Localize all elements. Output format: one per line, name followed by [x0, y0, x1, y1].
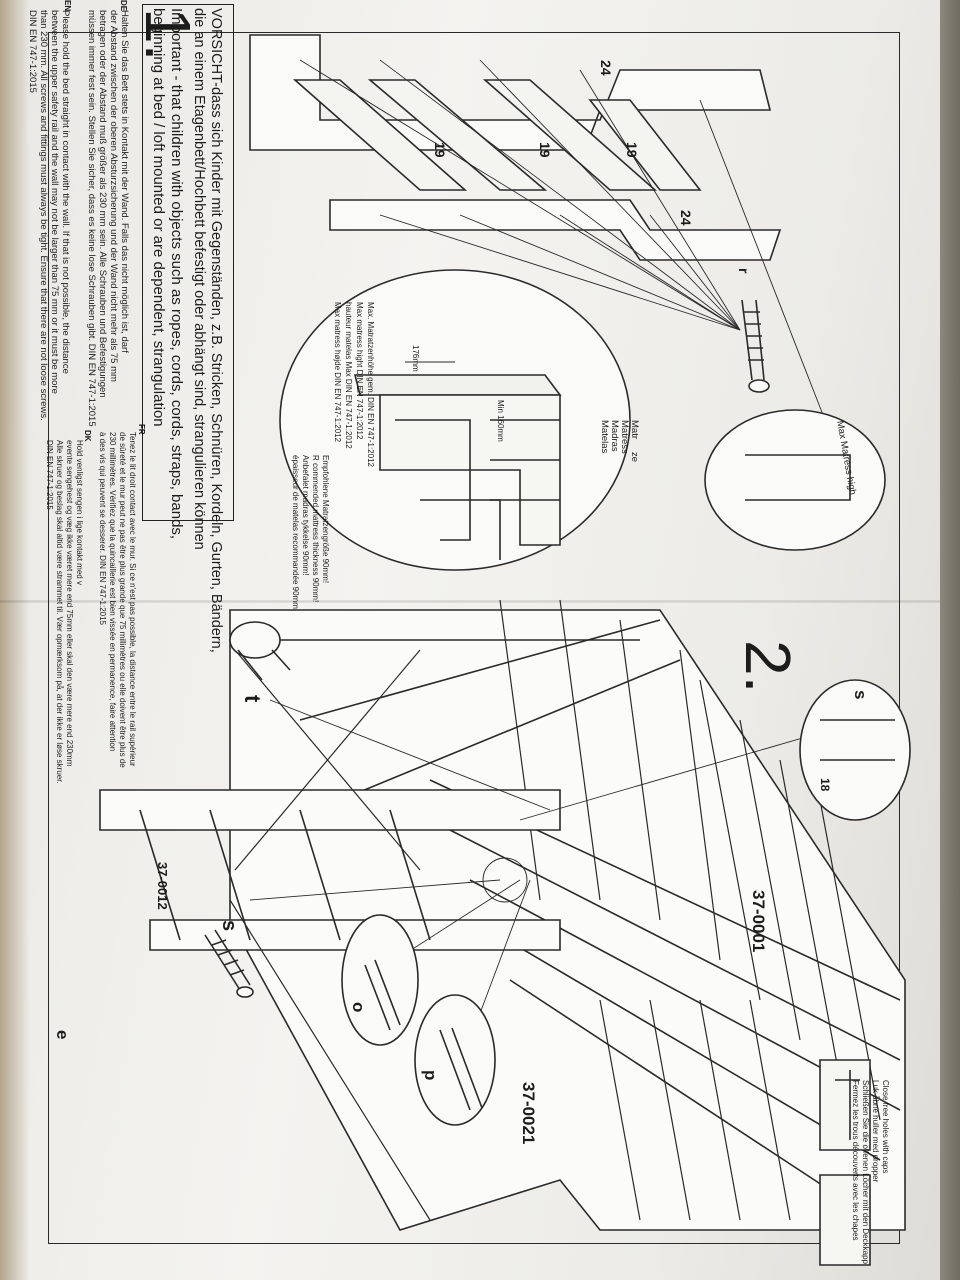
max-mattress-callout [704, 409, 886, 551]
part-24-b: 24 [678, 210, 694, 226]
warning-de-line-1: VORSICHT-dass sich Kinder mit Gegenständ… [208, 8, 224, 653]
paper-fold [0, 600, 940, 603]
note-fr-line-4: à des vis qui peuvent se desserer. DIN E… [98, 432, 107, 625]
part-e-label: e [53, 1030, 72, 1040]
note-de-line-3: betragen oder der Abstand muß größer als… [97, 10, 108, 398]
mattress-zet: ze [629, 452, 640, 463]
hole-caps-illustration [819, 1059, 871, 1266]
part-o-label: o [349, 1002, 368, 1013]
mattress-max-line-4: Max matress højde DIN EN 747-1:2012 [333, 302, 342, 443]
screw-s-callout [799, 679, 911, 821]
holes-line-1: Close free holes with caps [881, 1080, 890, 1174]
part-r-label: r [736, 268, 752, 274]
note-dk-line-2: evente sengehest og væg ikke været mere … [65, 440, 74, 767]
holes-line-3: Schließen Sie die offenen Löcher mit den… [861, 1080, 870, 1264]
part-19-a: 19 [432, 142, 448, 158]
part-code-37-0012: 37-0012 [155, 862, 170, 910]
part-p-label: p [421, 1070, 440, 1081]
part-s-top-label: s [851, 690, 870, 700]
step2-bunk-bed [99, 599, 906, 1231]
mattress-min: Min 160mm [496, 400, 505, 442]
part-s-label: s [218, 920, 240, 932]
step-number-2: 2. [732, 640, 804, 694]
part-18: 18 [818, 778, 832, 792]
note-fr-line-2: de sûreté et le mur peut ne pas être plu… [118, 432, 127, 768]
part-code-37-0001: 37-0001 [749, 890, 768, 953]
step1-side-frame [249, 34, 782, 261]
part-19-b: 19 [537, 142, 553, 158]
mattress-max-line-3: hauteur matelas Max DIN EN 747-1:2012 [344, 302, 353, 449]
mattress-rec-line-3: Anbefalet madras tykkelse 90mm! [301, 455, 310, 576]
table-surface [940, 0, 960, 1280]
mattress-bed-drawing [353, 374, 562, 560]
step1-leader-lines [299, 59, 826, 421]
bolt-o-callout [341, 914, 419, 1046]
note-dk-line-3: Alle skruer og beslag skal altid være st… [55, 440, 64, 784]
bolt-p-callout [414, 994, 496, 1126]
warning-box [142, 4, 234, 521]
screw-s-drawing [204, 929, 254, 998]
mattress-rec-line-4: épaisseur de matelas recommandée 90mm! [291, 455, 300, 612]
warning-de-line-2: die an einem Etagenbett/Hochbett befesti… [191, 8, 207, 550]
part-19-c: 19 [624, 142, 640, 158]
note-de-line-2: der Abstand zwischen der oberen Absturzs… [108, 10, 119, 382]
note-en-line-3: than 230 mm. All screws and fittings mus… [38, 10, 49, 421]
mattress-word-2: Matress [619, 420, 630, 454]
lang-tag-de: DE [119, 0, 128, 12]
cap-t-drawing [229, 621, 291, 681]
note-en-line-2: between the upper safety rail and the wa… [49, 10, 60, 394]
mattress-rec-line-1: Empfohlene Matratzengröße 90mm! [321, 455, 330, 584]
mattress-rec-line-2: R commended mattress thickness 90mm! [311, 455, 320, 603]
mattress-word-1: Matr [629, 420, 640, 439]
holes-line-2: Luk åbne huller med propper [871, 1080, 880, 1183]
part-t-label: t [240, 695, 265, 703]
page-border [48, 32, 900, 1244]
note-fr-line-1: Tenez le lit droit contact avec le mur. … [128, 432, 137, 767]
lang-tag-dk: DK [83, 430, 92, 442]
part-code-37-0021: 37-0021 [519, 1082, 538, 1145]
lang-tag-en: EN [63, 0, 72, 12]
note-en-line-1: Please hold the bed straight in contact … [60, 10, 71, 374]
note-de-line-4: müssen immer fest sein. Stellen Sie sich… [86, 10, 97, 427]
warning-en-line-2: beginning at bed / loft mounted or are d… [150, 8, 167, 427]
note-fr-line-3: 230 millimètres. Vérifiez que la quincai… [108, 432, 117, 752]
screw-r-drawing [741, 299, 770, 393]
note-en-line-4: DIN EN 747-1:2015 [27, 10, 38, 93]
part-24-a: 24 [598, 60, 614, 76]
warning-en-line-1: Important - that children with objects s… [168, 8, 185, 540]
lang-tag-fr: FR [137, 424, 146, 435]
note-de-line-1: Halten Sie das Bett stets in Kontakt mit… [119, 10, 130, 353]
holes-line-4: Fermez les trous découverts avec les cha… [851, 1080, 860, 1241]
note-dk-line-4: DIN EN 747-1:2015 [45, 440, 54, 510]
mattress-max-line-2: Max matress hight DIN EN 747-1:2012 [355, 302, 364, 440]
mattress-word-3: Madras [609, 420, 620, 452]
paper-edge-shadow [0, 0, 30, 1280]
mattress-measure: 176mm [411, 345, 420, 372]
mattress-word-4: Matelas [599, 420, 610, 454]
note-dk-line-1: Hold venligst sengen i lige kontakt med … [75, 440, 84, 585]
mattress-max-line-1: Max. Matratzenhöhe gem. DIN EN 747-1:201… [366, 302, 375, 467]
